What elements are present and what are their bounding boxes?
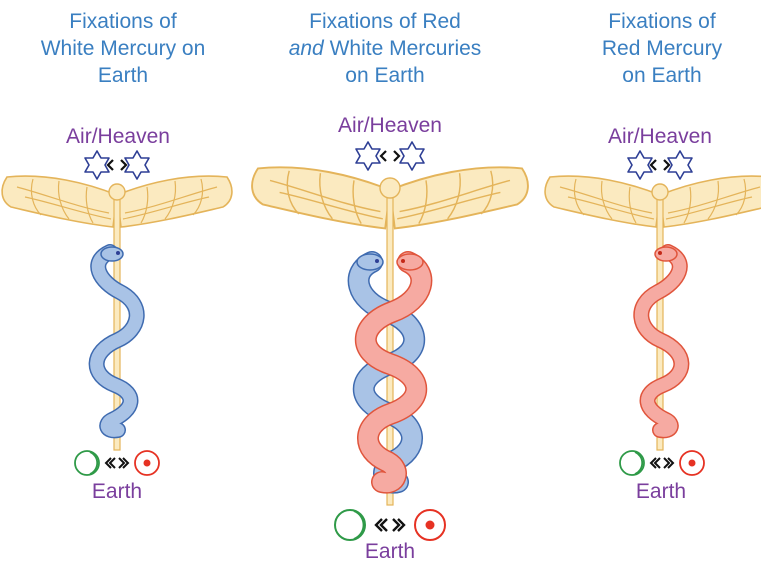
star-icon bbox=[628, 151, 652, 179]
panel-2-caduceus bbox=[252, 142, 528, 540]
panel-3-staff-knob bbox=[652, 184, 668, 200]
panel-3-caduceus bbox=[545, 151, 761, 475]
sun-icon bbox=[680, 451, 704, 475]
panel-1-snake-eye bbox=[116, 251, 120, 255]
panel-3-earth-symbols bbox=[620, 451, 704, 475]
bidirectional-arrows-icon bbox=[108, 160, 126, 170]
moon-icon bbox=[620, 451, 644, 475]
panel-3-heaven-stars bbox=[628, 151, 692, 179]
panel-1-earth-symbols bbox=[75, 451, 159, 475]
panel-1-staff-knob bbox=[109, 184, 125, 200]
panel-2-white-snake-head bbox=[357, 254, 383, 270]
moon-icon bbox=[75, 451, 99, 475]
sun-icon bbox=[415, 510, 445, 540]
panel-2-heaven-stars bbox=[356, 142, 424, 170]
panel-2-white-snake-eye bbox=[375, 259, 379, 263]
panel-1-caduceus bbox=[2, 151, 232, 475]
sun-icon bbox=[135, 451, 159, 475]
star-icon bbox=[125, 151, 149, 179]
panel-2-red-snake-head bbox=[397, 254, 423, 270]
panel-2-earth-symbols bbox=[335, 510, 445, 540]
star-icon bbox=[400, 142, 424, 170]
panel-2-staff-knob bbox=[380, 178, 400, 198]
bidirectional-arrows-icon bbox=[651, 160, 669, 170]
panel-1-heaven-stars bbox=[85, 151, 149, 179]
bidirectional-arrows-icon bbox=[376, 519, 404, 531]
bidirectional-arrows-icon bbox=[106, 458, 128, 468]
star-icon bbox=[668, 151, 692, 179]
panel-2-red-snake-eye bbox=[401, 259, 405, 263]
bidirectional-arrows-icon bbox=[651, 458, 673, 468]
star-icon bbox=[356, 142, 380, 170]
moon-icon bbox=[335, 510, 365, 540]
star-icon bbox=[85, 151, 109, 179]
bidirectional-arrows-icon bbox=[381, 151, 399, 161]
panel-3-snake-eye bbox=[658, 251, 662, 255]
panel-3-wings bbox=[545, 176, 761, 227]
